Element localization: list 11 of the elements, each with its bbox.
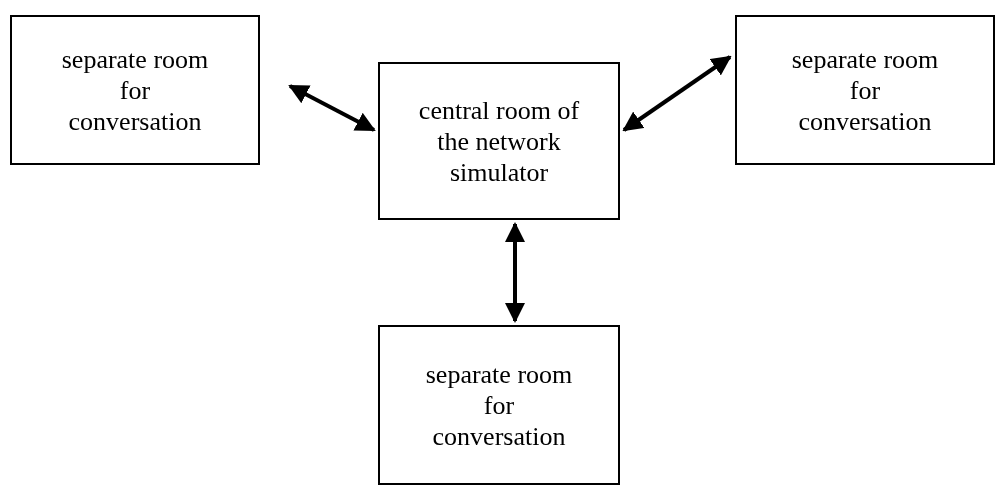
room-box	[10, 15, 260, 165]
double-arrow	[288, 84, 376, 132]
room-box	[735, 15, 995, 165]
double-arrow	[622, 55, 732, 132]
double-arrow	[505, 222, 525, 323]
room-label: central room of the network simulator	[417, 94, 581, 188]
room-box	[378, 325, 620, 485]
room-label: separate room for conversation	[424, 358, 574, 452]
room-box	[378, 62, 620, 220]
room-label: separate room for conversation	[60, 43, 210, 137]
room-label: separate room for conversation	[790, 43, 940, 137]
